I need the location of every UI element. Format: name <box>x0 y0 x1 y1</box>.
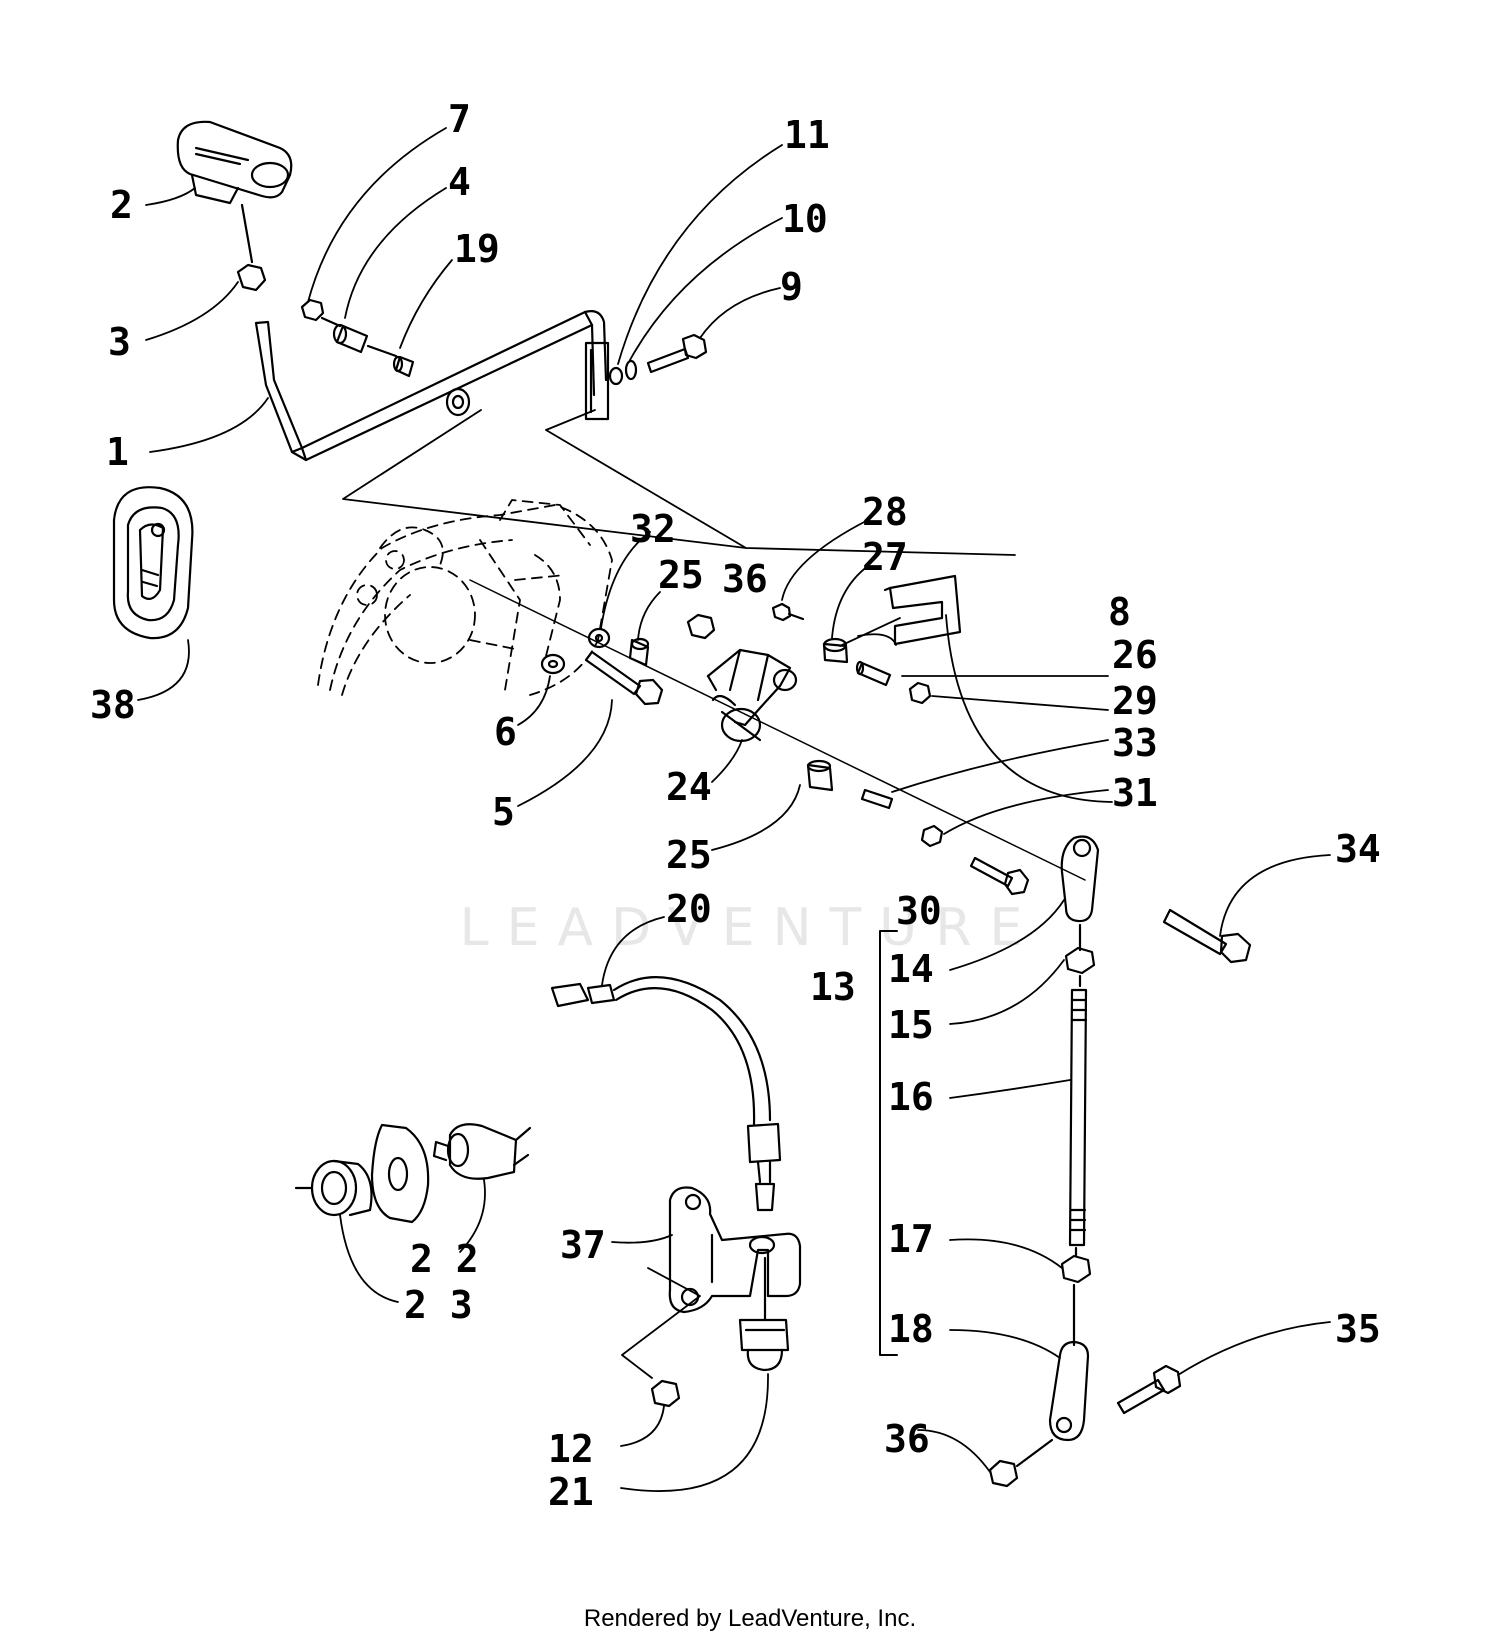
nut-part-36-lower <box>988 1459 1019 1488</box>
bushing-part-27 <box>822 637 849 664</box>
callout-9: 9 <box>780 265 803 309</box>
bolt-part-34 <box>1162 908 1252 964</box>
callout-33: 33 <box>1112 721 1158 765</box>
callout-16: 16 <box>888 1075 934 1119</box>
bolt-part-5 <box>584 650 664 706</box>
callout-1: 1 <box>106 430 129 474</box>
callout-19: 19 <box>454 227 500 271</box>
washer-part-6 <box>540 653 566 675</box>
callout-12: 12 <box>548 1427 594 1471</box>
leader-bracket-37 <box>621 1267 701 1379</box>
bolt-part-30 <box>969 856 1030 896</box>
callout-36-lower: 36 <box>884 1417 930 1461</box>
engine-outline <box>317 499 613 696</box>
leader-brackets <box>342 409 1016 647</box>
callout-27: 27 <box>862 535 908 579</box>
rod-end-part-18 <box>1048 1340 1090 1442</box>
callout-13: 13 <box>810 965 856 1009</box>
nut-part-3 <box>236 263 267 292</box>
washer-part-32 <box>587 627 611 649</box>
pin-part-26 <box>855 660 892 687</box>
callout-3: 3 <box>108 320 131 364</box>
bracket-part-37 <box>668 1186 802 1314</box>
callout-11: 11 <box>784 113 830 157</box>
leader-lines <box>137 127 1331 1492</box>
rod-end-part-14 <box>1060 835 1100 923</box>
threaded-rod-part-16 <box>1068 988 1088 1247</box>
callout-28: 28 <box>862 490 908 534</box>
bushing-part-4 <box>332 323 369 354</box>
group-bracket-13 <box>879 930 898 1356</box>
callout-35: 35 <box>1335 1307 1381 1351</box>
callout-23: 2 3 <box>404 1283 473 1327</box>
callout-34: 34 <box>1335 827 1381 871</box>
bolt-part-35 <box>1116 1364 1182 1415</box>
shift-rod-part-1 <box>254 310 610 462</box>
callout-17: 17 <box>888 1217 934 1261</box>
callout-4: 4 <box>448 160 471 204</box>
washer-part-10 <box>624 359 638 381</box>
spacer-part-25-lower <box>806 759 834 792</box>
bolt-part-9 <box>646 333 708 374</box>
callout-32: 32 <box>630 507 676 551</box>
lock-plate-part-22 <box>370 1123 430 1224</box>
centerline <box>469 579 1086 881</box>
callout-labels: 1 2 3 4 5 6 7 8 9 10 11 12 13 14 15 16 1… <box>90 97 1381 1514</box>
callout-31: 31 <box>1112 771 1158 815</box>
collar-part-19 <box>392 355 415 378</box>
nut-part-12 <box>650 1379 681 1408</box>
spacer-part-25-upper <box>628 637 650 667</box>
key-switch-part-22 <box>432 1123 532 1180</box>
callout-24: 24 <box>666 765 712 809</box>
harness-part-20 <box>550 976 782 1212</box>
ring-nut-part-23 <box>310 1159 373 1217</box>
callout-5: 5 <box>492 790 515 834</box>
callout-30: 30 <box>896 889 942 933</box>
callout-7: 7 <box>448 97 471 141</box>
callout-2: 2 <box>110 183 133 227</box>
callout-36-upper: 36 <box>722 557 768 601</box>
callout-37: 37 <box>560 1223 606 1267</box>
callout-10: 10 <box>782 197 828 241</box>
nut-part-29 <box>908 681 932 705</box>
callout-15: 15 <box>888 1003 934 1047</box>
knob-part-2 <box>176 120 293 205</box>
nut-part-15 <box>1064 946 1096 975</box>
callout-38: 38 <box>90 683 136 727</box>
callout-29: 29 <box>1112 679 1158 723</box>
screw-part-28 <box>771 602 805 622</box>
callout-6: 6 <box>494 710 517 754</box>
callout-18: 18 <box>888 1307 934 1351</box>
callout-14: 14 <box>888 947 934 991</box>
washer-part-11 <box>608 366 624 386</box>
pivot-bracket-part-24 <box>706 648 798 743</box>
locknut-part-31 <box>920 824 944 848</box>
callout-25-upper: 25 <box>658 553 704 597</box>
callout-21: 21 <box>548 1470 594 1514</box>
boot-part-38 <box>112 486 194 640</box>
footer-credit: Rendered by LeadVenture, Inc. <box>583 1605 917 1632</box>
clip-part-8 <box>883 574 962 646</box>
nut-part-7 <box>300 298 325 322</box>
callout-26: 26 <box>1112 633 1158 677</box>
callout-22: 2 2 <box>410 1237 479 1281</box>
callout-20: 20 <box>666 887 712 931</box>
callout-25-lower: 25 <box>666 833 712 877</box>
switch-part-21 <box>738 1318 790 1372</box>
nut-part-36-upper <box>686 613 716 640</box>
pin-part-33 <box>860 788 894 810</box>
callout-8: 8 <box>1108 590 1131 634</box>
nut-part-17 <box>1060 1254 1092 1284</box>
